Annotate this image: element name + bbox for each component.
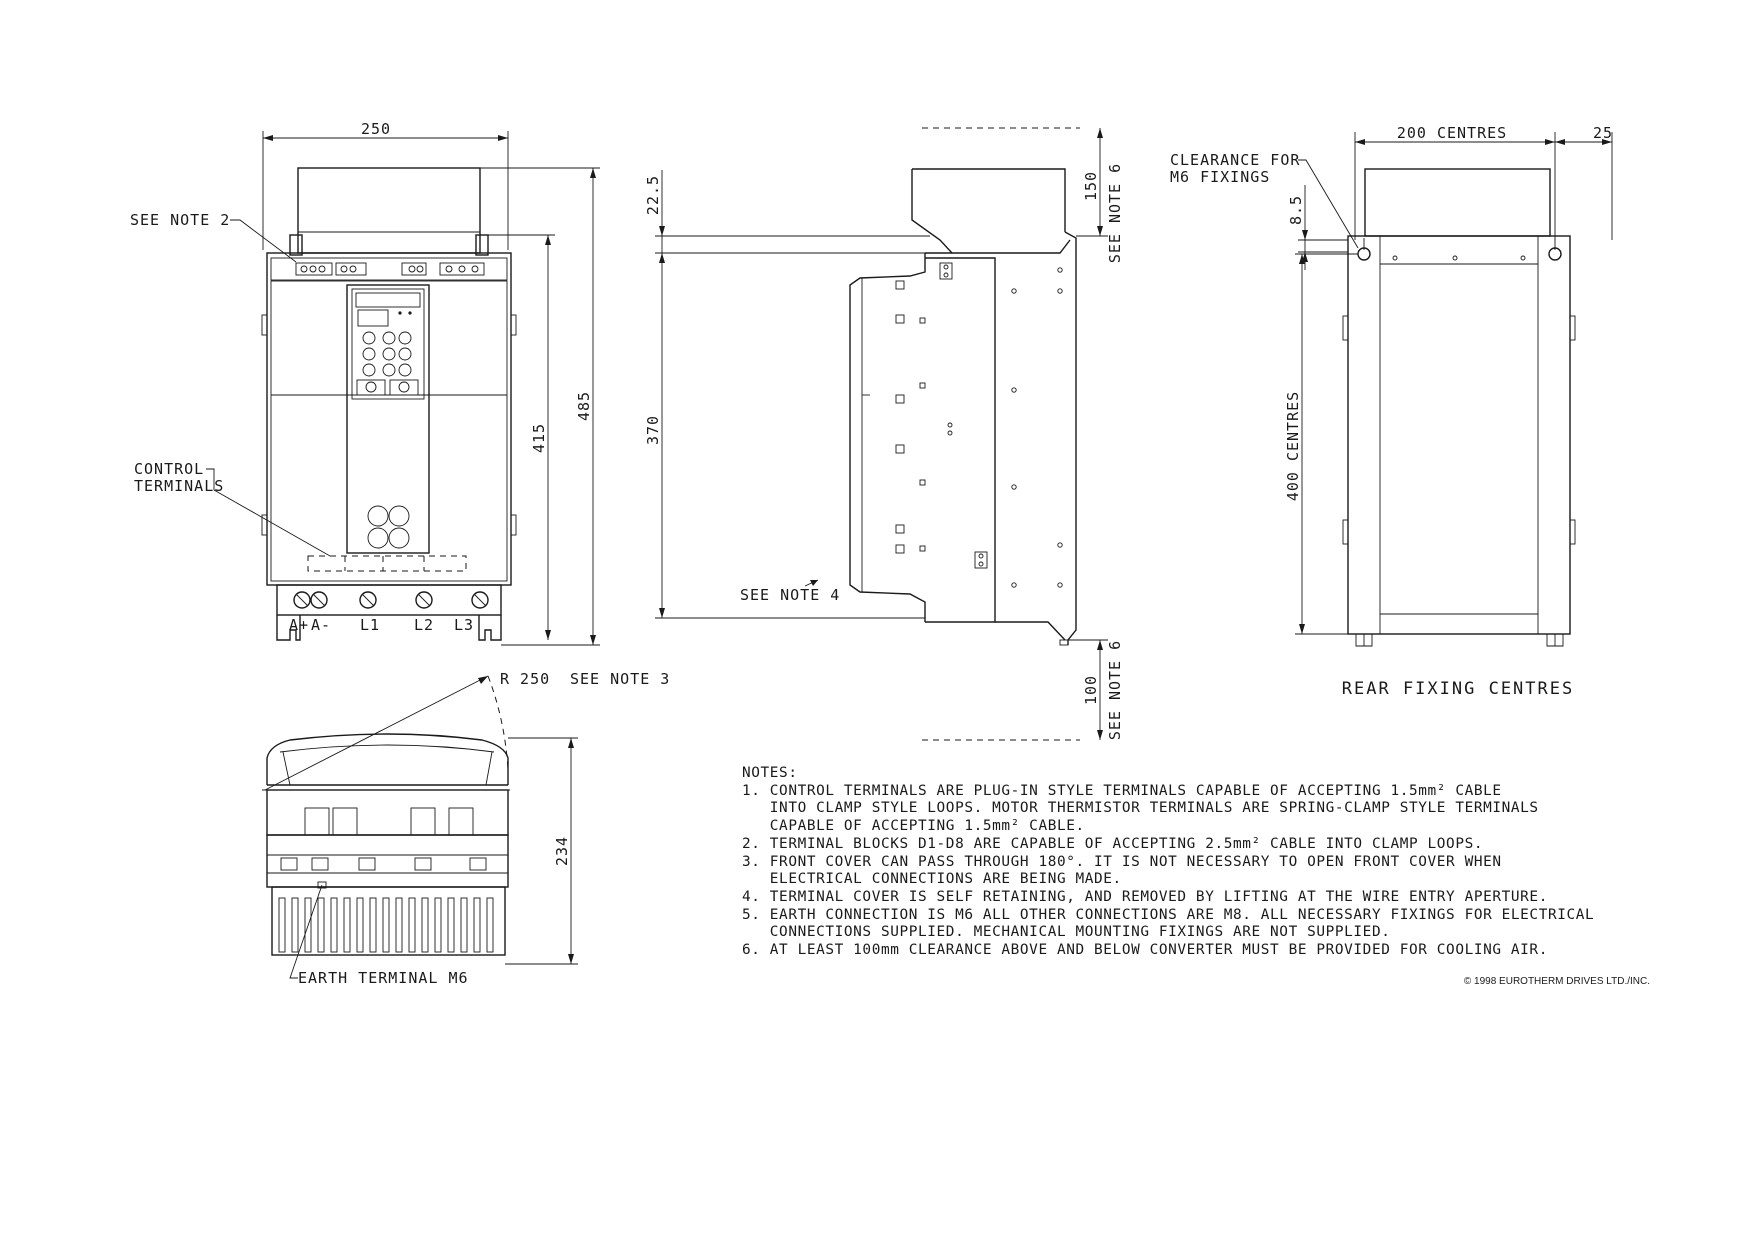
radius-label: R 250 (500, 670, 550, 688)
bottom-terminals (280, 857, 487, 871)
terminal-label-a-plus: A+ (289, 616, 309, 634)
note-line: INTO CLAMP STYLE LOOPS. MOTOR THERMISTOR… (742, 800, 1539, 816)
note-line: ELECTRICAL CONNECTIONS ARE BEING MADE. (742, 871, 1122, 887)
note-line: 3. FRONT COVER CAN PASS THROUGH 180°. IT… (742, 854, 1502, 870)
rear-centres-h-dim: 200 CENTRES (1397, 124, 1507, 142)
note-line: 4. TERMINAL COVER IS SELF RETAINING, AND… (742, 889, 1548, 905)
front-height-inner-dim: 415 (530, 423, 548, 453)
power-terminals (293, 591, 489, 609)
clearance-bottom-dim: 100 (1082, 675, 1100, 705)
rear-centres-v-dim: 400 CENTRES (1284, 391, 1302, 501)
clearance-top-dim: 150 (1082, 171, 1100, 201)
note-line: CAPABLE OF ACCEPTING 1.5mm² CABLE. (742, 818, 1085, 834)
heatsink-fins (278, 897, 494, 953)
side-body-dim: 370 (644, 415, 662, 445)
rear-offset-dim: 25 (1593, 124, 1613, 142)
earth-terminal-label: EARTH TERMINAL M6 (298, 969, 469, 987)
front-height-outer-dim: 485 (575, 391, 593, 421)
front-width-dim: 250 (361, 120, 391, 138)
terminal-label-l2: L2 (414, 616, 434, 634)
bottom-depth-dim: 234 (553, 836, 571, 866)
note-line: CONNECTIONS SUPPLIED. MECHANICAL MOUNTIN… (742, 924, 1390, 940)
note-line: 1. CONTROL TERMINALS ARE PLUG-IN STYLE T… (742, 783, 1502, 799)
notes-block: NOTES: 1. CONTROL TERMINALS ARE PLUG-IN … (742, 765, 1650, 987)
note-line: 6. AT LEAST 100mm CLEARANCE ABOVE AND BE… (742, 942, 1548, 958)
side-top-dim: 22.5 (644, 175, 662, 215)
bottom-view: R 250 SEE NOTE 3 234 EARTH TERMINAL M6 (262, 670, 670, 987)
terminal-label-a-minus: A- (311, 616, 331, 634)
see-note-2-label: SEE NOTE 2 (130, 211, 230, 229)
notes-heading: NOTES: (742, 765, 798, 781)
terminal-label-l3: L3 (454, 616, 474, 634)
rear-slot-dim: 8.5 (1287, 195, 1305, 225)
see-note-3-label: SEE NOTE 3 (570, 670, 670, 688)
note-line: 2. TERMINAL BLOCKS D1-D8 ARE CAPABLE OF … (742, 836, 1483, 852)
clearance-label-line1: CLEARANCE FOR (1170, 151, 1300, 169)
rear-fixing-caption: REAR FIXING CENTRES (1342, 679, 1574, 699)
control-terminals-label-line1: CONTROL (134, 460, 204, 478)
control-terminals-label-line2: TERMINALS (134, 477, 224, 495)
top-terminal-strip (295, 262, 485, 276)
side-view: 22.5 370 150 SEE NOTE 6 100 SEE NOTE 6 S… (644, 127, 1124, 741)
see-note-6-bottom: SEE NOTE 6 (1106, 640, 1124, 740)
front-view: 250 (130, 120, 600, 646)
note-line: 5. EARTH CONNECTION IS M6 ALL OTHER CONN… (742, 907, 1594, 923)
see-note-6-top: SEE NOTE 6 (1106, 163, 1124, 263)
clearance-label-line2: M6 FIXINGS (1170, 168, 1270, 186)
see-note-4-label: SEE NOTE 4 (740, 586, 840, 604)
rear-view: 200 CENTRES 25 8.5 400 CENTRES CLEARANCE… (1170, 124, 1613, 699)
terminal-label-l1: L1 (360, 616, 380, 634)
copyright-label: © 1998 EUROTHERM DRIVES LTD./INC. (1464, 976, 1650, 987)
